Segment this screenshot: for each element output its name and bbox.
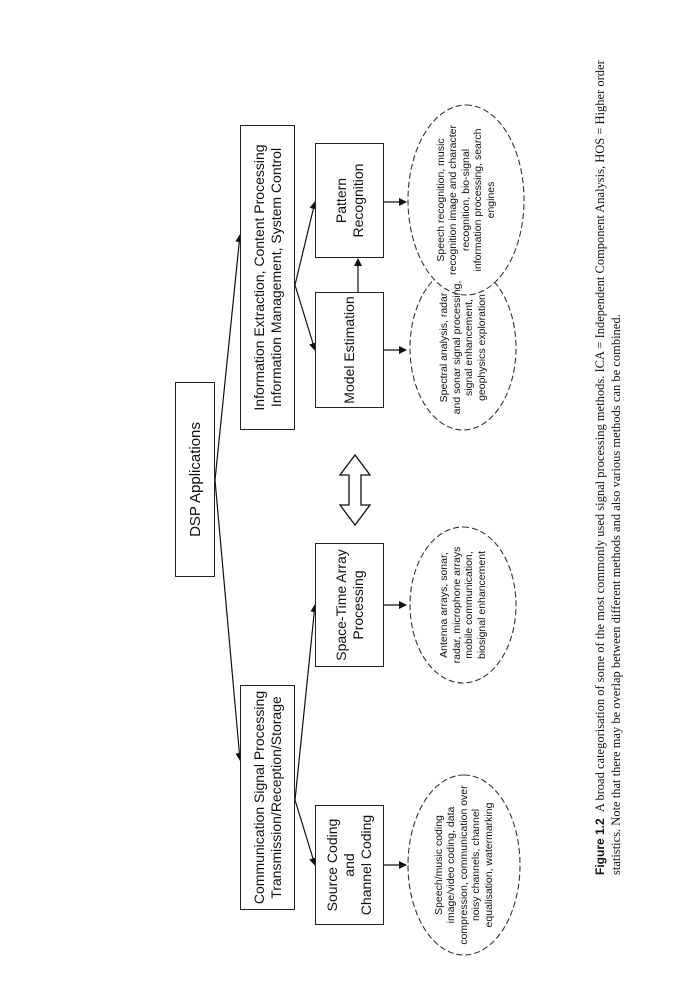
source-box: Source Coding and Channel Coding <box>315 805 384 925</box>
source-apps-text: Speech/music coding image/video coding, … <box>424 780 504 950</box>
spacetime-box: Space-Time Array Processing <box>315 543 384 667</box>
source-apps-line5: equalisation, watermarking <box>482 802 495 928</box>
caption-label: Figure 1.2 <box>593 818 607 875</box>
caption-text: A broad categorisation of some of the mo… <box>593 60 623 875</box>
pattern-apps-line5: engines <box>484 181 497 219</box>
model-label: Model Estimation <box>341 296 357 404</box>
comm-box: Communication Signal Processing Transmis… <box>240 685 295 910</box>
spacetime-apps-line4: biosignal enhancement <box>475 551 488 659</box>
arrow-root-to-comm <box>214 479 244 761</box>
spacetime-apps-line3: mobile communication, <box>463 551 475 659</box>
spacetime-apps-line2: radar, microphone arrays <box>450 546 463 664</box>
model-apps-line2: and sonar signal processing, <box>450 280 463 415</box>
model-apps-line1: Spectral analysis, radar <box>438 292 450 403</box>
arrow-comm-to-source <box>294 799 317 866</box>
comm-label-line1: Communication Signal Processing <box>250 690 267 905</box>
spacetime-apps-text: Antenna arrays, sonar, radar, microphone… <box>428 530 498 680</box>
source-apps-line1: Speech/music coding <box>432 815 445 915</box>
pattern-apps-line1: Speech recognition, music <box>434 138 447 262</box>
model-apps-line4: geophysics exploration <box>475 294 488 401</box>
spacetime-label-line2: Processing <box>349 570 366 640</box>
source-apps-line2: image/video coding, data <box>445 806 458 924</box>
source-label-line2: Channel Coding <box>358 814 374 916</box>
root-box: DSP Applications <box>175 382 215 577</box>
model-apps-line3: signal enhancement, <box>463 299 475 396</box>
info-label-line2: Information Management, System Control <box>267 147 284 408</box>
pattern-label: Pattern Recognition <box>332 163 366 238</box>
ellipse-source-apps <box>407 774 521 956</box>
pattern-apps-line3: recognition, bio-signal <box>459 148 472 252</box>
double-arrow-icon <box>338 453 372 527</box>
source-label-line1: Source Coding and <box>324 818 357 912</box>
model-apps-text: Spectral analysis, radar and sonar signa… <box>428 270 498 425</box>
pattern-apps-line4: information processing, search <box>472 128 485 272</box>
pattern-apps-line2: recognition image and character <box>447 125 460 276</box>
model-box: Model Estimation <box>315 292 384 408</box>
figure-caption: Figure 1.2 A broad categorisation of som… <box>592 55 624 875</box>
ellipse-pattern-apps <box>407 104 525 296</box>
arrow-comm-to-spacetime <box>294 604 319 801</box>
info-label-line1: Information Extraction, Content Processi… <box>250 144 267 411</box>
info-box: Information Extraction, Content Processi… <box>240 125 295 430</box>
arrow-info-to-model <box>294 284 317 351</box>
pattern-box: Pattern Recognition <box>315 143 384 258</box>
comm-label-line2: Transmission/Reception/Storage <box>267 696 284 899</box>
spacetime-label-line1: Space-Time Array <box>332 549 349 661</box>
arrow-root-to-info <box>214 234 244 481</box>
source-apps-line4: noisy channels, channel <box>470 808 483 922</box>
spacetime-apps-line1: Antenna arrays, sonar, <box>438 552 450 658</box>
arrow-info-to-pattern <box>294 201 318 286</box>
ellipse-spacetime-apps <box>409 526 517 684</box>
source-apps-line3: compression, communication over <box>457 785 470 945</box>
root-label: DSP Applications <box>186 422 204 537</box>
pattern-apps-text: Speech recognition, music recognition im… <box>426 112 506 288</box>
